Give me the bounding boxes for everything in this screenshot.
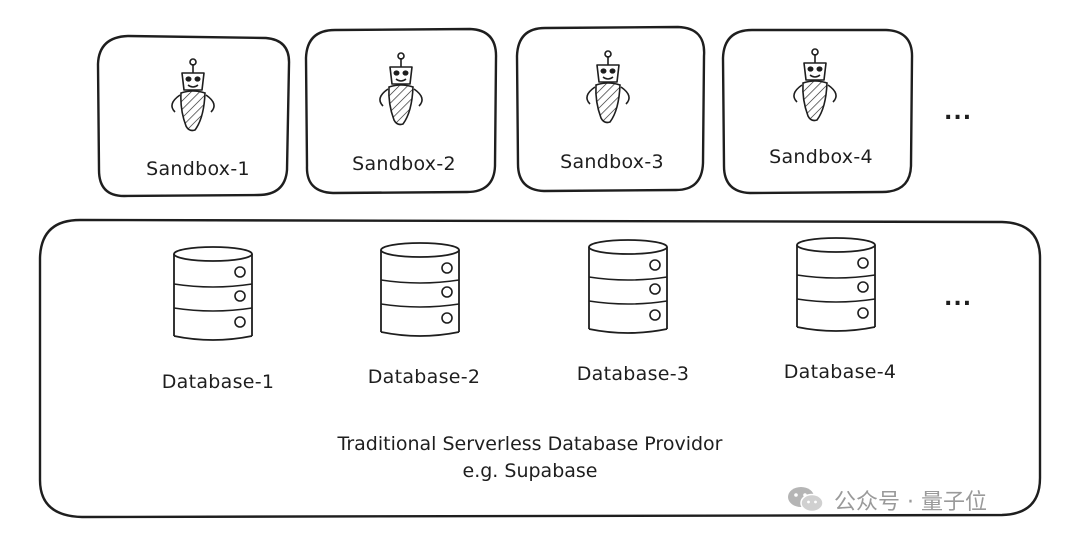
watermark-text: 公众号 · 量子位: [834, 490, 987, 515]
sandbox-box-4: [721, 28, 914, 195]
database-label: Database-2: [367, 366, 481, 388]
database-label: Database-3: [576, 363, 690, 385]
provider-container: [38, 218, 1042, 519]
more-sandboxes-ellipsis: ...: [944, 100, 973, 125]
more-databases-ellipsis: ...: [944, 286, 973, 311]
sandbox-box-1: [96, 34, 291, 198]
robot-agent-icon: [586, 50, 630, 124]
wechat-icon: [788, 487, 824, 513]
provider-title: Traditional Serverless Database Providor: [337, 433, 723, 455]
database-label: Database-4: [783, 361, 897, 383]
sandbox-box-3: [515, 25, 706, 193]
database-label: Database-1: [161, 371, 275, 393]
database-icon: [380, 242, 460, 337]
database-icon: [588, 239, 668, 334]
sandbox-label: Sandbox-2: [352, 153, 456, 175]
sandbox-box-2: [304, 27, 498, 195]
sandbox-label: Sandbox-4: [769, 146, 873, 168]
watermark: 公众号 · 量子位: [786, 484, 987, 516]
database-icon: [173, 246, 253, 341]
sandbox-label: Sandbox-1: [146, 158, 250, 180]
robot-agent-icon: [379, 52, 423, 126]
robot-agent-icon: [793, 48, 837, 122]
provider-example: e.g. Supabase: [462, 460, 598, 482]
sandbox-label: Sandbox-3: [560, 151, 664, 173]
database-icon: [796, 237, 876, 332]
robot-agent-icon: [171, 58, 215, 132]
